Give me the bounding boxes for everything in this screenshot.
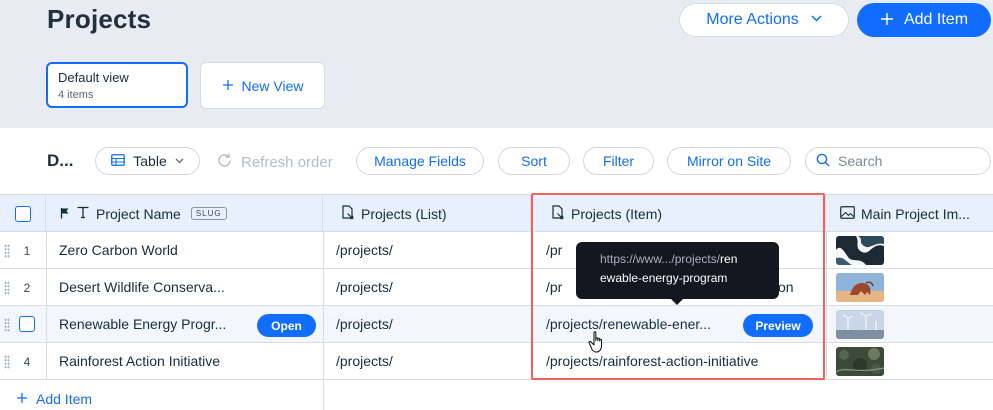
page-link-icon — [551, 204, 565, 223]
add-item-button[interactable]: Add Item — [857, 3, 991, 37]
refresh-order-label: Refresh order — [241, 154, 333, 171]
select-all-checkbox[interactable] — [14, 205, 31, 222]
slug-badge: SLUG — [190, 207, 227, 220]
row-number: 1 — [23, 244, 31, 258]
table-row[interactable]: Renewable Energy Progr... Open /projects… — [0, 306, 993, 343]
tooltip-url-tail: ewable-energy-program — [600, 271, 728, 285]
drag-handle[interactable] — [4, 355, 10, 369]
manage-fields-label: Manage Fields — [374, 153, 466, 169]
collection-panel: D... Table Refresh order Manage Fields S… — [0, 128, 993, 410]
table-row[interactable]: 2 Desert Wildlife Conserva... /projects/… — [0, 269, 993, 306]
cell-projects-item[interactable]: /pr — [546, 242, 563, 258]
table-icon — [111, 153, 126, 169]
row-select-checkbox-cell — [19, 316, 35, 332]
column-title: Main Project Im... — [861, 205, 970, 222]
url-tooltip: https://www.../projects/ren ewable-energ… — [576, 242, 779, 305]
drag-handle[interactable] — [4, 244, 10, 258]
search-placeholder: Search — [838, 153, 883, 169]
cell-projects-item-tail: on — [778, 279, 794, 295]
column-header-main-image[interactable]: Main Project Im... — [826, 195, 993, 232]
collection-toolbar: D... Table Refresh order Manage Fields S… — [0, 128, 993, 194]
page-title: Projects — [47, 4, 152, 34]
table-row[interactable]: 1 Zero Carbon World /projects/ /pr — [0, 232, 993, 269]
new-view-label: New View — [241, 77, 304, 94]
sort-label: Sort — [521, 153, 547, 169]
plus-icon — [222, 76, 234, 96]
row-number: 2 — [23, 281, 31, 295]
cell-project-name[interactable]: Zero Carbon World — [59, 242, 178, 258]
cell-projects-list[interactable]: /projects/ — [336, 316, 393, 332]
more-actions-label: More Actions — [706, 11, 799, 28]
layout-select[interactable]: Table — [95, 147, 200, 175]
project-image-thumbnail[interactable] — [836, 347, 884, 376]
drag-handle[interactable] — [4, 281, 10, 295]
flag-icon — [60, 206, 70, 222]
cell-projects-item[interactable]: /projects/renewable-ener... — [546, 316, 711, 332]
image-icon — [840, 205, 855, 222]
mirror-on-site-label: Mirror on Site — [686, 153, 772, 169]
view-card-default[interactable]: Default view 4 items — [46, 62, 188, 108]
manage-fields-button[interactable]: Manage Fields — [356, 147, 484, 175]
table-row[interactable]: 4 Rainforest Action Initiative /projects… — [0, 343, 993, 380]
column-title: Projects (List) — [361, 205, 447, 222]
table-header: Project Name SLUG Projects (List) Projec… — [0, 194, 993, 232]
view-item-count: 4 items — [58, 89, 94, 101]
collection-title: D... — [47, 151, 74, 170]
cell-projects-list[interactable]: /projects/ — [336, 353, 393, 369]
search-input[interactable]: Search — [805, 147, 991, 175]
mirror-on-site-button[interactable]: Mirror on Site — [667, 147, 791, 175]
column-header-project-name[interactable]: Project Name SLUG — [46, 195, 323, 232]
plus-icon — [16, 389, 28, 409]
drag-handle[interactable] — [4, 318, 10, 332]
cell-projects-item[interactable]: /projects/rainforest-action-initiative — [546, 353, 759, 369]
project-image-thumbnail[interactable] — [836, 310, 884, 339]
cell-projects-item[interactable]: /pr — [546, 279, 563, 295]
column-header-projects-list[interactable]: Projects (List) — [323, 195, 531, 232]
column-title: Project Name — [96, 205, 181, 222]
cell-project-name[interactable]: Desert Wildlife Conserva... — [59, 279, 225, 295]
plus-icon — [880, 10, 894, 30]
chevron-down-icon — [175, 156, 184, 167]
add-item-row-label: Add Item — [36, 391, 93, 407]
project-image-thumbnail[interactable] — [836, 273, 884, 302]
text-type-icon — [76, 205, 90, 222]
view-name: Default view — [58, 70, 129, 85]
row-number: 4 — [23, 355, 31, 369]
page-link-icon — [341, 204, 355, 223]
tooltip-url-highlight: ren — [720, 252, 738, 266]
filter-label: Filter — [602, 153, 635, 169]
filter-button[interactable]: Filter — [583, 147, 654, 175]
row-select-checkbox[interactable] — [19, 316, 35, 332]
sort-button[interactable]: Sort — [498, 147, 570, 175]
add-item-row-button[interactable]: Add Item — [16, 389, 92, 409]
cell-project-name[interactable]: Renewable Energy Progr... — [59, 316, 227, 332]
column-header-projects-item[interactable]: Projects (Item) — [531, 195, 826, 232]
tooltip-url-prefix: https://www.../projects/ — [600, 252, 721, 266]
open-item-button[interactable]: Open — [257, 314, 316, 337]
column-title: Projects (Item) — [571, 205, 663, 222]
add-item-label: Add Item — [903, 11, 969, 28]
cell-projects-list[interactable]: /projects/ — [336, 279, 393, 295]
new-view-button[interactable]: New View — [200, 62, 325, 109]
chevron-down-icon — [811, 13, 822, 25]
more-actions-button[interactable]: More Actions — [679, 3, 849, 37]
preview-link-button[interactable]: Preview — [743, 314, 813, 337]
cell-project-name[interactable]: Rainforest Action Initiative — [59, 353, 221, 369]
cell-projects-list[interactable]: /projects/ — [336, 242, 393, 258]
project-image-thumbnail[interactable] — [836, 236, 884, 265]
layout-label: Table — [133, 153, 167, 169]
refresh-order-button[interactable]: Refresh order — [216, 152, 333, 173]
header-select-cell — [0, 195, 46, 232]
refresh-icon — [216, 152, 233, 173]
search-icon — [816, 153, 830, 170]
hand-pointer-icon — [588, 330, 608, 359]
